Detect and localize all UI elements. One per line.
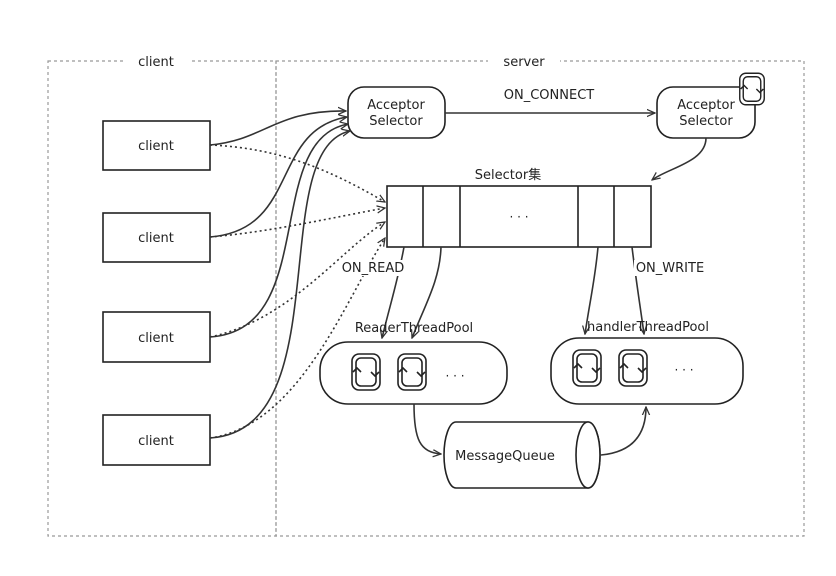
client-node-1[interactable]: client xyxy=(102,120,211,171)
on-read-label: ON_READ xyxy=(342,261,405,276)
client-title-bg xyxy=(123,53,189,69)
reader-to-queue-edge xyxy=(413,403,441,454)
on-connect-label: ON_CONNECT xyxy=(504,88,595,103)
thread-loop-icon xyxy=(738,72,766,106)
on-write-edge-2 xyxy=(631,246,644,334)
client3-to-selector-edge xyxy=(209,222,385,338)
client4-to-acceptor-edge xyxy=(209,131,350,439)
reader-pool-ellipsis: · · · xyxy=(445,369,464,383)
on-write-edge-1 xyxy=(585,246,599,334)
client-node-2[interactable]: client xyxy=(102,212,211,263)
thread-loop-icon xyxy=(351,353,381,391)
client-region-title: client xyxy=(138,55,174,70)
on-write-label: ON_WRITE xyxy=(636,261,704,276)
thread-loop-icon xyxy=(572,349,602,387)
handler-pool-ellipsis: · · · xyxy=(674,363,693,377)
client2-to-acceptor-edge xyxy=(209,117,347,238)
selector-set-title: Selector集 xyxy=(475,167,541,183)
selector-set[interactable]: Selector集 · · · xyxy=(386,167,652,248)
thread-loop-icon xyxy=(397,353,427,391)
client-node-3[interactable]: client xyxy=(102,311,211,363)
server-region-title: server xyxy=(503,55,545,70)
client1-to-selector-edge xyxy=(209,144,385,202)
client3-to-acceptor-edge xyxy=(209,124,348,338)
reader-thread-pool[interactable]: · · · xyxy=(319,341,508,405)
client-node-4[interactable]: client xyxy=(102,414,211,466)
handler-thread-pool[interactable]: · · · xyxy=(550,337,744,405)
client-label: client xyxy=(138,434,174,449)
acceptor-selector-left[interactable]: Acceptor Selector xyxy=(347,86,446,139)
message-queue[interactable]: MessageQueue xyxy=(443,421,601,489)
acceptor-selector-right[interactable]: Acceptor Selector xyxy=(656,72,766,139)
client-label: client xyxy=(138,331,174,346)
client-label: client xyxy=(138,231,174,246)
thread-loop-icon xyxy=(618,349,648,387)
acceptor-right-line1: Acceptor xyxy=(677,98,735,113)
on-read-edge-1 xyxy=(382,246,405,338)
message-queue-label: MessageQueue xyxy=(455,449,555,464)
client1-to-acceptor-edge xyxy=(209,111,346,146)
client2-to-selector-edge xyxy=(209,208,385,238)
acceptor-right-line2: Selector xyxy=(679,114,733,129)
acceptor-to-selector-edge xyxy=(652,137,707,180)
handler-pool-title: handlerThreadPool xyxy=(587,320,709,335)
on-read-edge-2 xyxy=(412,246,442,338)
client-label: client xyxy=(138,139,174,154)
acceptor-left-line1: Acceptor xyxy=(367,98,425,113)
selector-set-ellipsis: · · · xyxy=(509,210,528,224)
on-read-label-bg xyxy=(342,260,404,276)
on-write-label-bg xyxy=(634,260,706,276)
reader-pool-title: ReaderThreadPool xyxy=(355,321,473,336)
server-title-bg xyxy=(488,53,560,69)
queue-to-handler-edge xyxy=(600,407,646,456)
acceptor-left-line2: Selector xyxy=(369,114,423,129)
